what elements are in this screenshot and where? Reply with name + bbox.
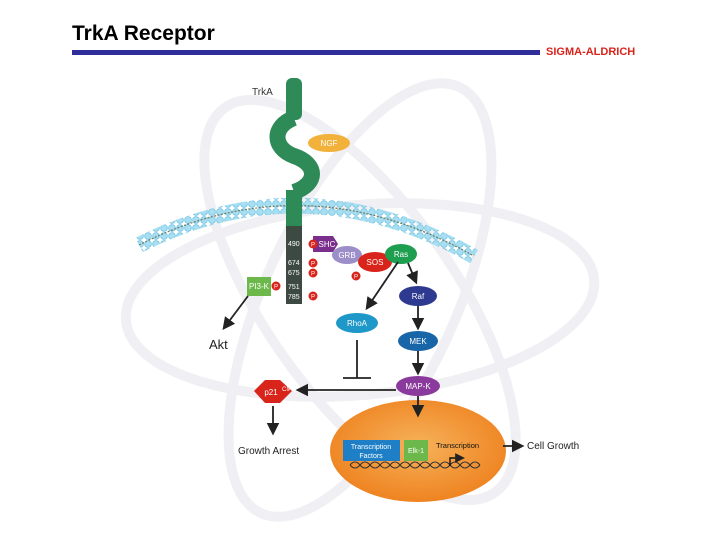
receptor-label: TrkA (252, 87, 273, 98)
brand-logo-text: SIGMA-ALDRICH (546, 46, 636, 58)
elk1-label: Elk-1 (408, 448, 424, 455)
residue-785: 785 (288, 294, 300, 301)
pi3k-label: PI3-K (249, 282, 270, 291)
phospho-free: P (354, 275, 358, 281)
shc-label: SHC (319, 240, 336, 249)
inhibition-rhoa (343, 340, 371, 379)
pi3k-node (247, 277, 271, 296)
growth-arrest-label: Growth Arrest (238, 446, 299, 457)
mapk-node (396, 376, 440, 396)
mek-label: MEK (409, 337, 427, 346)
sos-node (358, 252, 392, 272)
trka-receptor (269, 78, 320, 304)
cell-growth-label: Cell Growth (527, 441, 579, 452)
shc-node (313, 236, 338, 252)
ras-label: Ras (394, 250, 408, 259)
raf-label: Raf (412, 292, 425, 301)
p21-label: p21 (264, 388, 278, 397)
grb-label: GRB (338, 251, 355, 260)
rhoa-node (336, 313, 378, 333)
residue-751: 751 (288, 284, 300, 291)
phospho-sites: P P P P P P (271, 239, 361, 301)
residue-labels: 490 674 675 751 785 (288, 241, 300, 301)
tf-label-line2: Factors (359, 453, 383, 460)
tf-label-line1: Transcription (351, 444, 391, 451)
sos-label: SOS (367, 258, 384, 267)
arrow-ras-rhoa (365, 261, 399, 311)
cell-membrane (135, 197, 478, 263)
dna-strand (349, 461, 481, 469)
arrow-pi3k-akt (222, 295, 249, 331)
rhoa-label: RhoA (347, 319, 368, 328)
ngf-ligand (308, 134, 350, 152)
p21-superscript: CIP (282, 387, 292, 393)
residue-490: 490 (288, 241, 300, 248)
phospho-785: P (311, 295, 315, 301)
phospho-675: P (311, 272, 315, 278)
transcription-factors-box (343, 440, 400, 461)
grb-node (332, 246, 362, 264)
pathway-arrows (222, 261, 525, 453)
ngf-label: NGF (321, 139, 338, 148)
residue-675: 675 (288, 270, 300, 277)
p21-node (254, 380, 292, 403)
akt-label: Akt (209, 337, 228, 352)
phospho-751: P (274, 285, 278, 291)
transcription-start-arrow (449, 453, 465, 466)
arrow-ras-raf (406, 262, 418, 285)
raf-node (399, 286, 437, 306)
ras-node (385, 244, 417, 264)
residue-674: 674 (288, 260, 300, 267)
header-rule (72, 50, 540, 55)
phospho-674: P (311, 262, 315, 268)
elk1-box (404, 440, 428, 461)
mek-node (398, 331, 438, 351)
page-title: TrkA Receptor (72, 22, 215, 45)
phospho-490: P (311, 243, 315, 249)
mapk-label: MAP-K (405, 382, 431, 391)
transcription-label: Transcription (436, 441, 479, 450)
